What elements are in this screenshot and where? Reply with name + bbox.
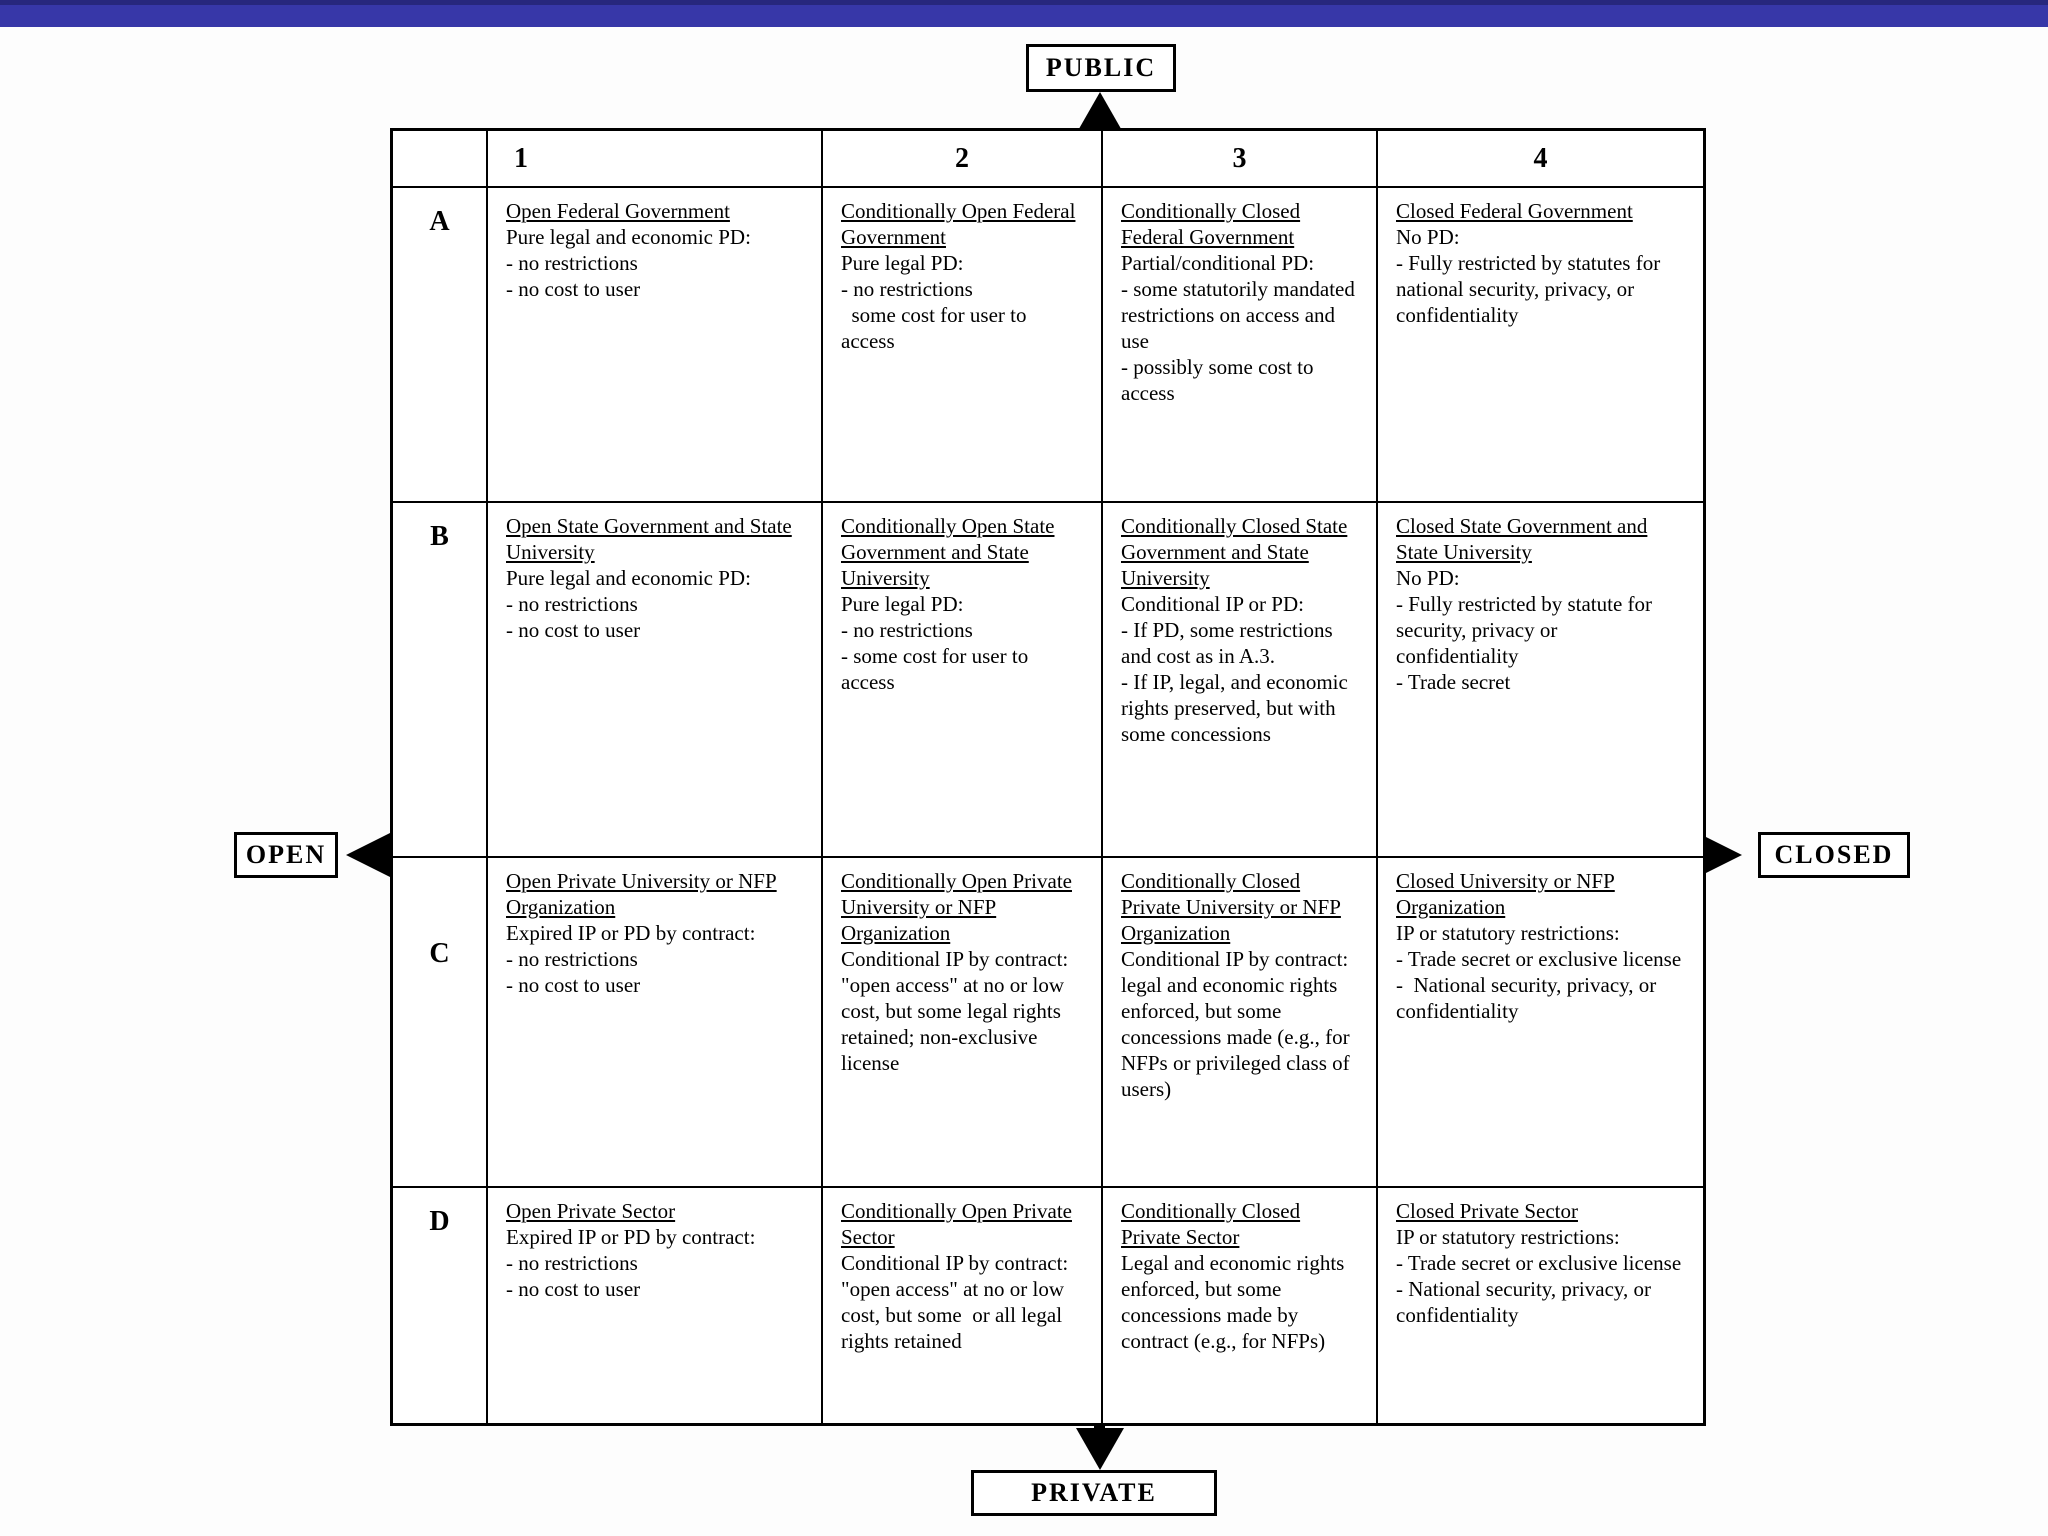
cell-line: - no cost to user <box>506 277 641 301</box>
cell-line: - If PD, some restrictions and cost as i… <box>1121 618 1338 668</box>
cell-line: - Fully restricted by statutes for natio… <box>1396 251 1666 327</box>
cell-line: - no cost to user <box>506 1277 641 1301</box>
cell-line: Pure legal and economic PD: <box>506 225 751 249</box>
cell-title: Conditionally Open Private Sector <box>841 1199 1072 1249</box>
cell-line: - no restrictions <box>506 1251 638 1275</box>
cell-line: IP or statutory restrictions: <box>1396 1225 1620 1249</box>
axis-label-public: PUBLIC <box>1026 44 1176 92</box>
cell-line: - If IP, legal, and economic rights pres… <box>1121 670 1354 746</box>
cell-line: Expired IP or PD by contract: <box>506 921 756 945</box>
cell-title: Conditionally Closed State Government an… <box>1121 514 1348 590</box>
axis-label-open: OPEN <box>234 832 338 878</box>
cell-title: Open Private Sector <box>506 1199 676 1223</box>
cell-line: No PD: <box>1396 225 1460 249</box>
cell-title: Closed State Government and State Univer… <box>1396 514 1648 564</box>
cell-line: - Trade secret <box>1396 670 1511 694</box>
axis-label-private: PRIVATE <box>971 1470 1217 1516</box>
cell-title: Closed University or NFP Organization <box>1396 869 1615 919</box>
cell-line: - possibly some cost to access <box>1121 355 1319 405</box>
cell-title: Closed Federal Government <box>1396 199 1633 223</box>
cell-line: Conditional IP or PD: <box>1121 592 1304 616</box>
cell-line: Conditional IP by contract: "open access… <box>841 1251 1079 1353</box>
cell-line: - no cost to user <box>506 618 641 642</box>
arrow-up-icon <box>1076 92 1124 134</box>
cell-title: Open Federal Government <box>506 199 730 223</box>
cell-line: No PD: <box>1396 566 1460 590</box>
matrix-row-header-B: B <box>393 503 488 858</box>
matrix-row-header-D: D <box>393 1188 488 1423</box>
cell-line: - some statutorily mandated restrictions… <box>1121 277 1361 353</box>
cell-line: IP or statutory restrictions: <box>1396 921 1620 945</box>
cell-line: - no restrictions <box>506 592 638 616</box>
matrix-cell-B4: Closed State Government and State Univer… <box>1378 503 1703 858</box>
cell-line: Pure legal and economic PD: <box>506 566 751 590</box>
arrow-left-icon <box>346 832 392 878</box>
cell-line: Partial/conditional PD: <box>1121 251 1315 275</box>
matrix-column-header-1: 1 <box>488 131 823 188</box>
cell-line: Conditional IP by contract: legal and ec… <box>1121 947 1361 1101</box>
cell-title: Closed Private Sector <box>1396 1199 1578 1223</box>
cell-line: Pure legal PD: <box>841 592 964 616</box>
cell-title: Open State Government and State Universi… <box>506 514 792 564</box>
matrix-row-header-A: A <box>393 188 488 503</box>
slide-top-bar <box>0 0 2048 27</box>
matrix-column-header-3: 3 <box>1103 131 1378 188</box>
matrix-cell-B2: Conditionally Open State Government and … <box>823 503 1103 858</box>
cell-line: - some cost for user to access <box>841 644 1034 694</box>
cell-line: some cost for user to access <box>841 303 1032 353</box>
cell-line: Pure legal PD: <box>841 251 964 275</box>
matrix-cell-C3: Conditionally Closed Private University … <box>1103 858 1378 1188</box>
cell-line: - Trade secret or exclusive license <box>1396 1251 1682 1275</box>
axis-label-closed: CLOSED <box>1758 832 1910 878</box>
cell-line: Expired IP or PD by contract: <box>506 1225 756 1249</box>
cell-line: - no restrictions <box>506 251 638 275</box>
matrix-cell-B3: Conditionally Closed State Government an… <box>1103 503 1378 858</box>
cell-line: Conditional IP by contract: "open access… <box>841 947 1074 1075</box>
cell-line: - Fully restricted by statute for securi… <box>1396 592 1658 668</box>
cell-title: Conditionally Open Federal Government <box>841 199 1076 249</box>
cell-line: - National security, privacy, or confide… <box>1396 1277 1657 1327</box>
cell-line: - National security, privacy, or confide… <box>1396 973 1662 1023</box>
matrix-corner-cell <box>393 131 488 188</box>
cell-line: - no restrictions <box>506 947 638 971</box>
matrix-row-header-C: C <box>393 858 488 1188</box>
matrix-cell-C1: Open Private University or NFP Organizat… <box>488 858 823 1188</box>
arrow-down-icon <box>1076 1428 1124 1470</box>
matrix-column-header-4: 4 <box>1378 131 1703 188</box>
cell-title: Conditionally Open State Government and … <box>841 514 1055 590</box>
matrix-cell-B1: Open State Government and State Universi… <box>488 503 823 858</box>
cell-title: Conditionally Closed Private University … <box>1121 869 1341 945</box>
cell-line: - no restrictions <box>841 277 973 301</box>
cell-line: Legal and economic rights enforced, but … <box>1121 1251 1350 1353</box>
cell-line: - no restrictions <box>841 618 973 642</box>
cell-line: - no cost to user <box>506 973 641 997</box>
matrix-cell-C2: Conditionally Open Private University or… <box>823 858 1103 1188</box>
cell-title: Conditionally Closed Private Sector <box>1121 1199 1301 1249</box>
cell-title: Conditionally Open Private University or… <box>841 869 1072 945</box>
cell-line: - Trade secret or exclusive license <box>1396 947 1682 971</box>
matrix-column-header-2: 2 <box>823 131 1103 188</box>
cell-title: Conditionally Closed Federal Government <box>1121 199 1301 249</box>
cell-title: Open Private University or NFP Organizat… <box>506 869 777 919</box>
